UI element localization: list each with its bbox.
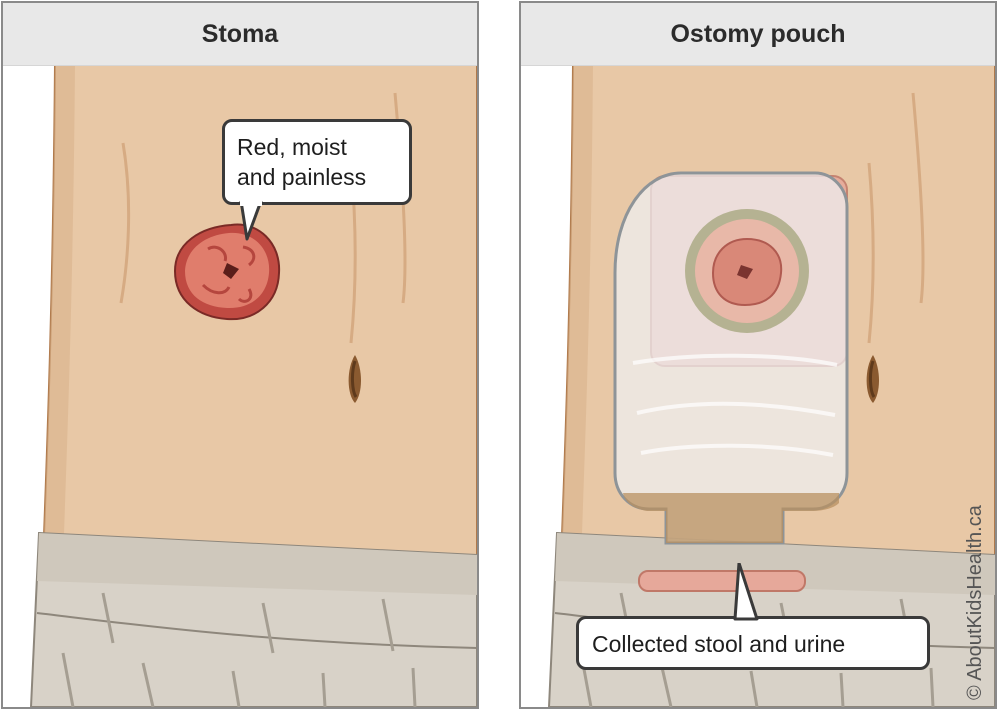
stoma-illustration — [29, 64, 477, 707]
stoma-panel: Stoma Red, moist and painless — [1, 1, 479, 709]
stoma-callout-line1: Red, moist — [237, 134, 347, 160]
panel-title-pouch: Ostomy pouch — [521, 3, 995, 66]
stoma-icon — [173, 223, 281, 321]
stoma-callout-pointer — [239, 201, 263, 241]
ostomy-pouch-icon — [613, 171, 849, 592]
navel — [348, 355, 361, 403]
pouch-illustration — [547, 64, 995, 707]
navel — [866, 355, 879, 403]
stoma-callout: Red, moist and painless — [222, 119, 412, 205]
pouch-callout-pointer — [733, 563, 759, 621]
pouch-panel: Ostomy pouch Collected stool and urine — [519, 1, 997, 709]
panel-title-stoma: Stoma — [3, 3, 477, 66]
stoma-callout-line2: and painless — [237, 164, 367, 190]
pouch-callout: Collected stool and urine — [576, 616, 930, 670]
copyright-text: © AboutKidsHealth.ca — [964, 505, 986, 700]
shorts — [29, 531, 477, 707]
